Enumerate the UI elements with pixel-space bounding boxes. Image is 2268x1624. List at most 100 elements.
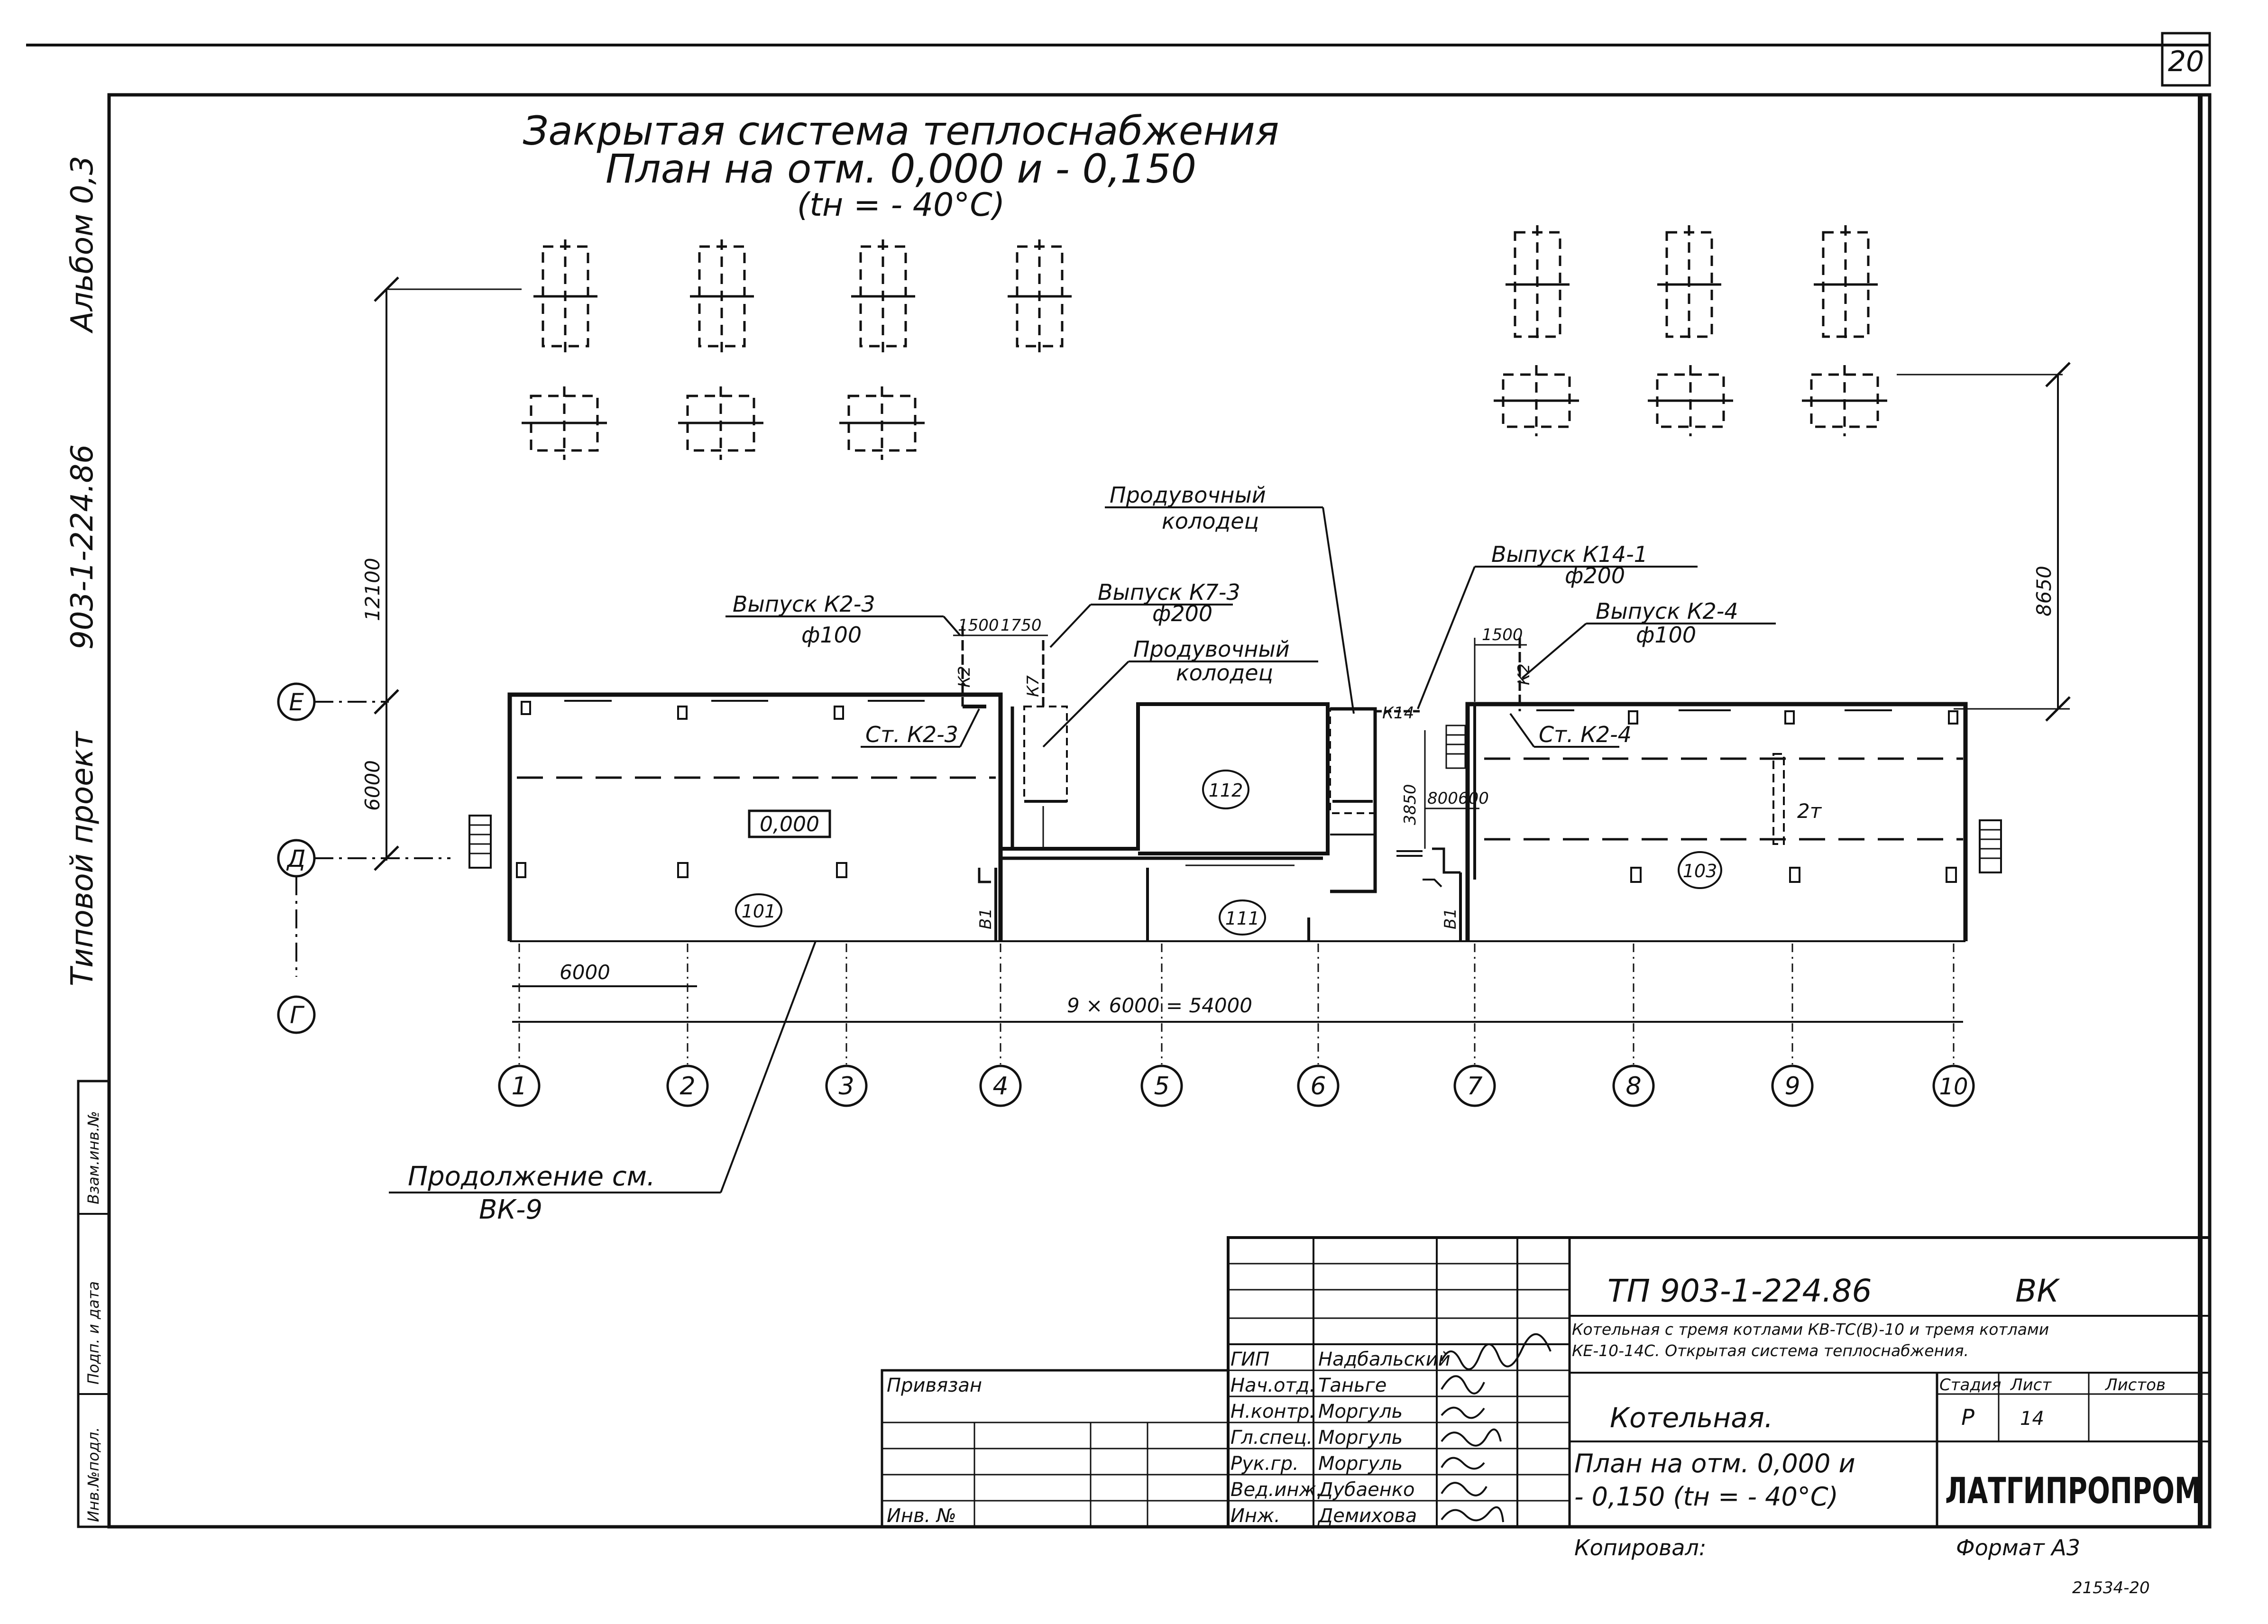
b1-left-label: В1 <box>976 908 995 929</box>
phi-100-right: ф100 <box>1636 622 1696 648</box>
role-0: ГИП <box>1230 1349 1269 1370</box>
role-4: Рук.гр. <box>1230 1453 1299 1475</box>
stage-value: Р <box>1961 1404 1974 1430</box>
format-label: Формат А3 <box>1956 1535 2080 1560</box>
stamp-cell-2: Подп. и дата <box>84 1281 102 1385</box>
phi-200-mid: ф200 <box>1152 601 1212 626</box>
dim-6000-vertical: 6000 <box>361 760 384 811</box>
axis-2: 2 <box>679 1072 695 1101</box>
title-block: Привязан Инв. № ГИП Надбальский Нач.отд.… <box>881 1236 2211 1597</box>
st-k2-4: Ст. К2-4 <box>1539 722 1632 747</box>
room-103: 103 <box>1683 861 1717 881</box>
doc-code: ТП 903-1-224.86 <box>1607 1273 1872 1309</box>
foundation-marks <box>522 225 1887 460</box>
b1-right-label: В1 <box>1441 908 1460 929</box>
axis-9: 9 <box>1784 1072 1800 1101</box>
produv-2-b: колодец <box>1176 660 1273 686</box>
row-axes: Е Д Г <box>277 682 450 1034</box>
axis-10: 10 <box>1939 1073 1968 1100</box>
dim-800: 800 <box>1427 789 1458 808</box>
axis-3: 3 <box>838 1072 854 1101</box>
axis-4: 4 <box>992 1072 1008 1101</box>
signatures <box>1441 1333 1552 1523</box>
privyazan: Привязан <box>887 1375 982 1396</box>
doc-mark: ВК <box>2015 1273 2060 1309</box>
sheet-value: 14 <box>2020 1408 2044 1430</box>
object-line-2: КЕ-10-14С. Открытая система теплоснабжен… <box>1572 1341 1969 1360</box>
role-3: Гл.спец. <box>1230 1427 1313 1449</box>
drawing-title: Закрытая система теплоснабжения План на … <box>523 108 1279 224</box>
axis-5: 5 <box>1154 1072 1169 1101</box>
album-label: Альбом 0,3 <box>65 156 100 334</box>
axis-G: Г <box>290 1001 305 1029</box>
axis-1: 1 <box>511 1072 527 1101</box>
side-labels: Альбом 0,3 903-1-224.86 Типовой проект В… <box>65 156 110 1528</box>
project-number-label: 903-1-224.86 <box>65 444 100 650</box>
room-101: 101 <box>742 901 776 922</box>
dim-8650: 8650 <box>2032 566 2056 616</box>
pipe-k14-label: К14 <box>1382 704 1414 723</box>
room-111: 111 <box>1225 908 1260 929</box>
produv-2-a: Продувочный <box>1133 636 1290 662</box>
column-axes: 6000 9 × 6000 = 54000 1 2 3 4 5 6 7 8 <box>498 944 1975 1107</box>
name-6: Демихова <box>1317 1505 1417 1527</box>
phi-100-left: ф100 <box>801 622 862 648</box>
building-plan: 0,000 101 112 111 <box>468 692 2002 942</box>
title-line-1: Закрытая система теплоснабжения <box>523 108 1279 154</box>
right-vertical-dimension: 8650 <box>1897 362 2071 722</box>
left-vertical-dimensions: 12100 6000 <box>361 276 522 871</box>
name-1: Таньге <box>1318 1375 1387 1396</box>
stamp-cell-3: Инв.№подл. <box>84 1427 102 1522</box>
role-6: Инж. <box>1230 1505 1280 1527</box>
dim-12100: 12100 <box>361 558 384 621</box>
name-4: Моргуль <box>1318 1453 1403 1475</box>
copied-label: Копировал: <box>1574 1535 1706 1560</box>
sheet-title-1: План на отм. 0,000 и <box>1574 1449 1855 1478</box>
axis-6: 6 <box>1310 1072 1326 1101</box>
dim-3850: 3850 <box>1401 784 1420 825</box>
pipe-k2-label: К2 <box>955 666 974 688</box>
vypusk-k14-1: Выпуск К14-1 <box>1491 541 1648 567</box>
axis-D: Д <box>286 845 305 872</box>
sheet-frame: 20 <box>26 32 2212 1529</box>
dim-1750: 1750 <box>1001 616 1042 635</box>
vypusk-k7-3: Выпуск К7-3 <box>1098 579 1240 605</box>
sheet-number: 20 <box>2168 45 2204 78</box>
name-0: Надбальский <box>1318 1349 1451 1370</box>
dim-total: 9 × 6000 = 54000 <box>1067 994 1252 1017</box>
crane-capacity: 2т <box>1797 799 1822 823</box>
pipes: К2 К7 К14 К2 В1 В1 <box>955 626 1533 941</box>
stage-header: Стадия <box>1939 1376 2001 1395</box>
organization: ЛАТГИПРОПРОМ <box>1945 1469 2201 1512</box>
inv-no: Инв. № <box>887 1505 956 1527</box>
axis-E: Е <box>289 688 304 716</box>
dim-600: 600 <box>1458 789 1489 808</box>
role-2: Н.контр. <box>1230 1401 1315 1422</box>
title-line-2: План на отм. 0,000 и - 0,150 <box>606 146 1196 192</box>
typical-project-label: Типовой проект <box>65 731 100 986</box>
vypusk-k2-4: Выпуск К2-4 <box>1596 598 1738 624</box>
name-3: Моргуль <box>1318 1427 1403 1449</box>
object-line-1: Котельная с тремя котлами КВ-ТС(В)-10 и … <box>1572 1320 2049 1339</box>
name-5: Дубаенко <box>1317 1479 1415 1501</box>
role-5: Вед.инж. <box>1230 1479 1322 1501</box>
dim-1500-left: 1500 <box>958 616 999 635</box>
continuation-a: Продолжение см. <box>408 1161 655 1192</box>
room-112: 112 <box>1209 780 1243 801</box>
continuation-b: ВК-9 <box>479 1194 542 1225</box>
name-2: Моргуль <box>1318 1401 1403 1422</box>
pipe-k7-label: К7 <box>1024 675 1043 697</box>
level-mark: 0,000 <box>760 812 819 836</box>
produv-1-b: колодец <box>1162 508 1259 534</box>
role-1: Нач.отд. <box>1230 1375 1315 1396</box>
stamp-cell-1: Взам.инв.№ <box>84 1111 102 1204</box>
sheet-header: Лист <box>2010 1376 2052 1395</box>
pipe-k2-right-label: К2 <box>1515 663 1533 685</box>
produv-1-a: Продувочный <box>1110 482 1266 508</box>
title-line-3: (tн = - 40°С) <box>797 186 1005 224</box>
dim-6000-bay: 6000 <box>560 961 610 984</box>
sheet-title-2: - 0,150 (tн = - 40°С) <box>1574 1482 1838 1512</box>
vypusk-k2-3: Выпуск К2-3 <box>733 591 875 617</box>
axis-8: 8 <box>1625 1072 1641 1101</box>
